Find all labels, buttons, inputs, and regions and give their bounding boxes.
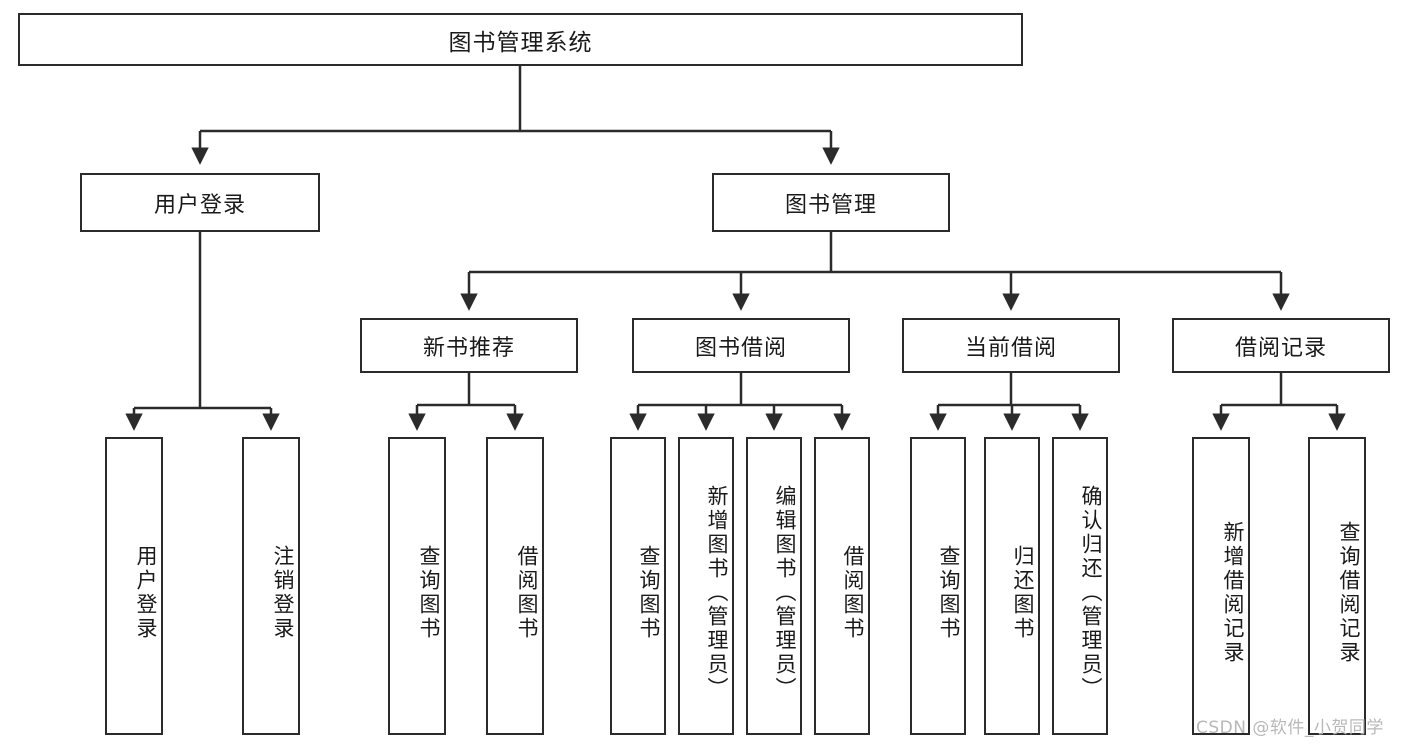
node-book-borrow[interactable]: 图书借阅 bbox=[632, 318, 850, 373]
node-leaf-add-book[interactable]: 新增图书（管理员） bbox=[678, 437, 734, 735]
node-leaf-return-book[interactable]: 归还图书 bbox=[984, 437, 1040, 735]
watermark: CSDN @软件_小贺同学 bbox=[1196, 718, 1384, 738]
node-current-borrow[interactable]: 当前借阅 bbox=[902, 318, 1120, 373]
node-leaf-query-book-cb[interactable]: 查询图书 bbox=[910, 437, 966, 735]
node-leaf-query-book-bb[interactable]: 查询图书 bbox=[610, 437, 666, 735]
node-leaf-add-record[interactable]: 新增借阅记录 bbox=[1192, 437, 1250, 735]
node-leaf-query-book-rec[interactable]: 查询图书 bbox=[388, 437, 446, 735]
node-root[interactable]: 图书管理系统 bbox=[18, 13, 1023, 66]
node-leaf-user-logout[interactable]: 注销登录 bbox=[242, 437, 300, 735]
node-new-book-recommend[interactable]: 新书推荐 bbox=[360, 318, 578, 373]
node-leaf-borrow-book-bb[interactable]: 借阅图书 bbox=[814, 437, 870, 735]
node-leaf-query-record[interactable]: 查询借阅记录 bbox=[1308, 437, 1366, 735]
node-book-manage[interactable]: 图书管理 bbox=[712, 173, 950, 232]
node-borrow-record[interactable]: 借阅记录 bbox=[1172, 318, 1390, 373]
node-user-login[interactable]: 用户登录 bbox=[80, 173, 320, 232]
node-leaf-user-login[interactable]: 用户登录 bbox=[105, 437, 163, 735]
node-leaf-confirm-return[interactable]: 确认归还（管理员） bbox=[1052, 437, 1108, 735]
node-leaf-edit-book[interactable]: 编辑图书（管理员） bbox=[746, 437, 802, 735]
node-leaf-borrow-book-rec[interactable]: 借阅图书 bbox=[486, 437, 544, 735]
